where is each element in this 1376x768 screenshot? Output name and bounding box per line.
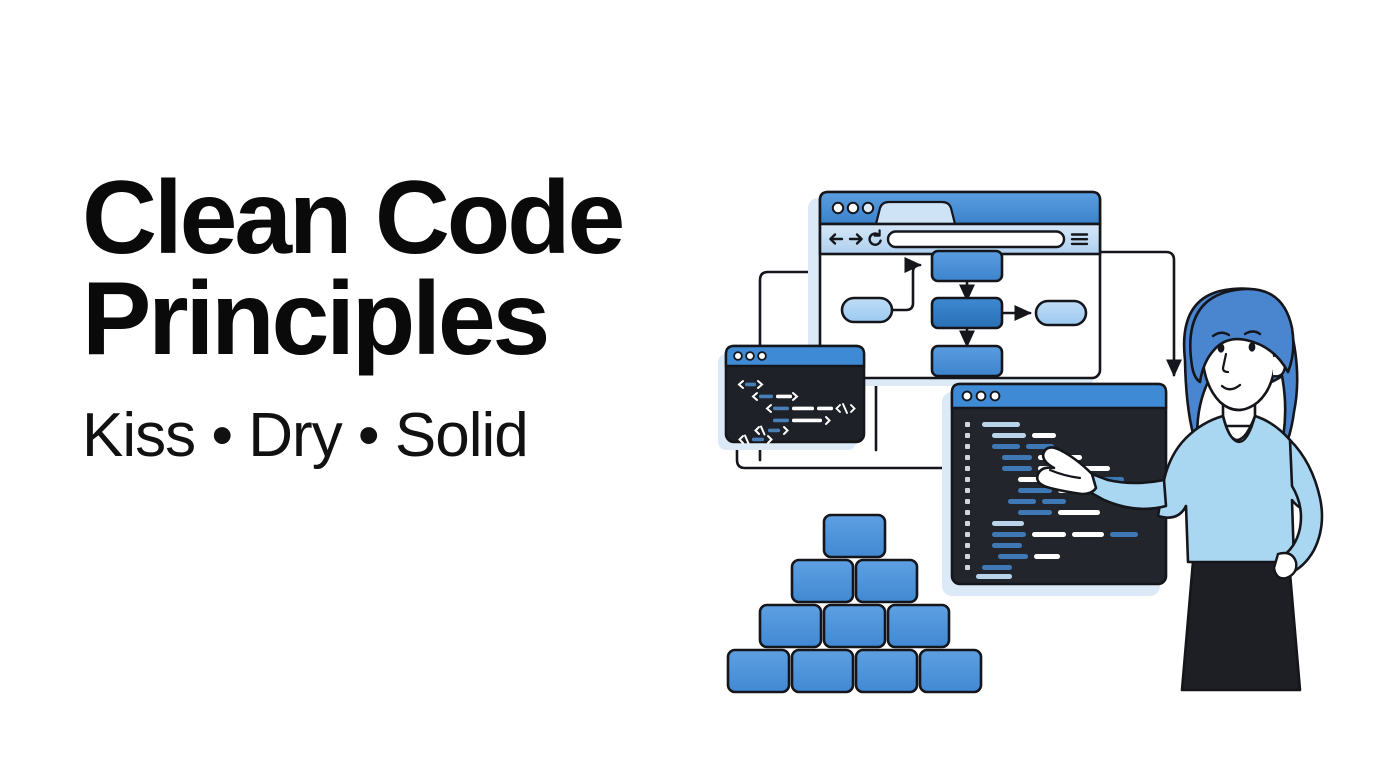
person-arm-right (1278, 438, 1324, 576)
block-pyramid (726, 513, 983, 694)
block (790, 558, 855, 604)
snippet-code-lines (737, 380, 856, 445)
traffic-light-2 (846, 201, 860, 215)
snippet-selfclose-tag (835, 403, 856, 414)
back-icon[interactable] (829, 233, 844, 245)
connector-snippet-to-browser (758, 270, 878, 352)
person-hand (1035, 446, 1098, 496)
traffic-light-3 (861, 201, 875, 215)
page-title: Clean Code Principles (82, 160, 625, 377)
connector-snippet-bottom-editor (735, 436, 960, 477)
editor-title-bar (950, 382, 1168, 410)
snippet-traffic-lights[interactable] (733, 351, 767, 361)
snippet-light-2 (745, 351, 755, 361)
person-arm-left (1084, 472, 1168, 511)
browser-traffic-lights[interactable] (831, 201, 875, 215)
person-brow-left (1211, 331, 1231, 338)
person-mouth (1220, 383, 1242, 391)
person-hand-crease (1048, 468, 1082, 480)
editor-light-1 (961, 390, 973, 402)
block (886, 603, 951, 649)
pyramid-row-4 (726, 648, 983, 694)
reload-icon[interactable] (868, 229, 882, 246)
pyramid-row-1 (822, 513, 887, 559)
person-collar (1221, 415, 1257, 444)
flow-node-step-1 (930, 249, 1004, 283)
snippet-title-bar (724, 344, 866, 368)
flow-node-step-3 (930, 344, 1004, 378)
block (726, 648, 791, 694)
clean-code-illustration (690, 150, 1376, 730)
connector-browser-to-editor (1088, 250, 1183, 377)
editor-gutter-markers (965, 422, 970, 570)
person-brow-right (1243, 330, 1262, 336)
block (918, 648, 983, 694)
flow-node-end (1034, 299, 1088, 327)
pyramid-row-3 (758, 603, 951, 649)
headline-block: Clean Code Principles Kiss • Dry • Solid (82, 160, 742, 470)
editor-traffic-lights[interactable] (961, 390, 1001, 402)
edge-start-step1 (888, 256, 922, 312)
browser-url-bar (886, 230, 1066, 249)
block (854, 558, 919, 604)
person-eye-left (1217, 343, 1225, 353)
person-hand-right (1272, 551, 1298, 580)
flow-node-start (840, 296, 894, 324)
hamburger-menu-icon[interactable] (1070, 233, 1089, 246)
snippet-light-3 (757, 351, 767, 361)
person-hair-front (1188, 287, 1295, 384)
page-subtitle: Kiss • Dry • Solid (82, 400, 529, 470)
browser-tab (874, 200, 957, 226)
flowchart-diagram (840, 249, 1088, 378)
block (822, 513, 887, 559)
browser-nav-controls[interactable] (829, 229, 882, 246)
person-presenter (1035, 287, 1324, 692)
block (822, 603, 887, 649)
person-nose (1221, 352, 1230, 374)
person-eye-right (1248, 342, 1256, 352)
editor-light-3 (989, 390, 1001, 402)
code-snippet-window[interactable] (724, 344, 866, 445)
snippet-light-1 (733, 351, 743, 361)
block (790, 648, 855, 694)
editor-light-2 (975, 390, 987, 402)
block (854, 648, 919, 694)
browser-window[interactable] (818, 190, 1102, 380)
pyramid-row-2 (790, 558, 919, 604)
flow-node-step-2 (930, 296, 1004, 330)
traffic-light-1 (831, 201, 845, 215)
block (758, 603, 823, 649)
forward-icon[interactable] (848, 233, 863, 245)
